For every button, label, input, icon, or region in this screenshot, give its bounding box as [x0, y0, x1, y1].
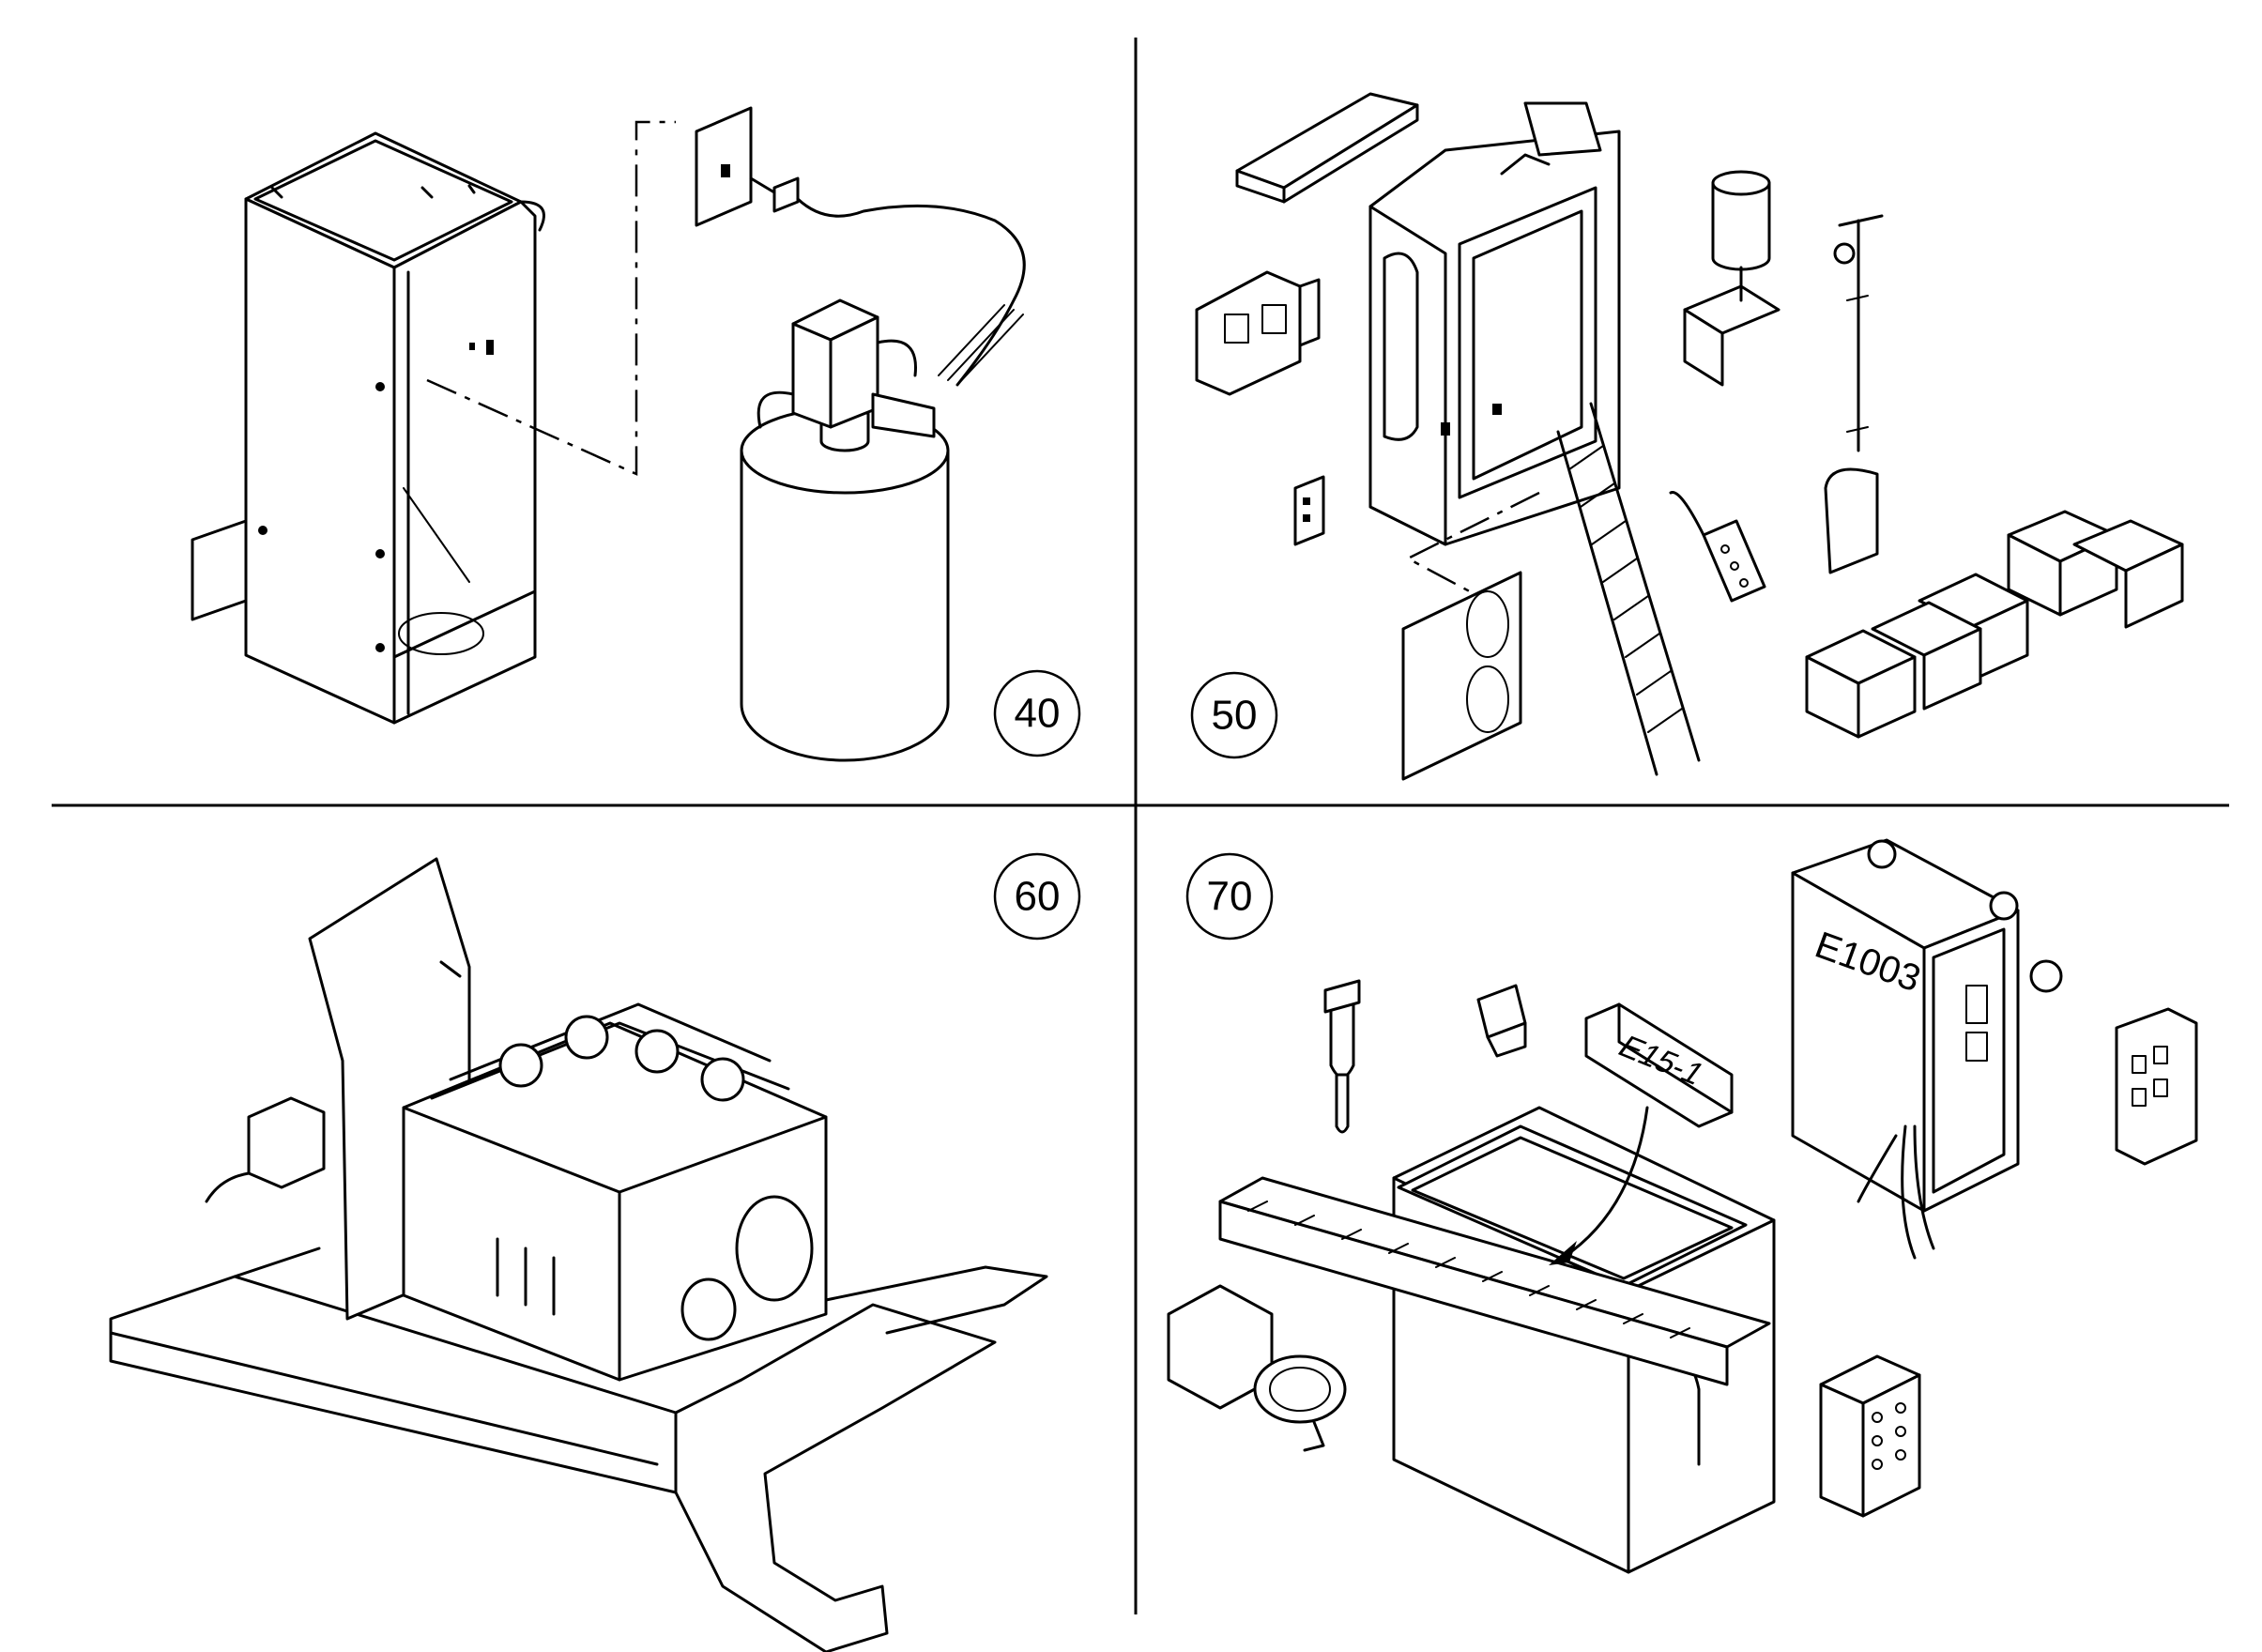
rear-bracket: [247, 1096, 326, 1189]
callout-70: 70: [1185, 852, 1274, 941]
svg-text:70: 70: [1207, 874, 1253, 920]
panel-60: 60: [109, 852, 1081, 1652]
terminal-plate: [2115, 1007, 2198, 1166]
electrical-enclosure: E1003: [1791, 838, 2063, 1260]
switch-box: [695, 106, 800, 227]
svg-text:50: 50: [1212, 693, 1258, 739]
nameplate-small: E15-1: [1584, 1002, 1734, 1128]
level-probe: [1323, 979, 1361, 1134]
engine-block: [402, 1002, 828, 1382]
panel-40: 40: [191, 106, 1081, 762]
svg-text:60: 60: [1015, 874, 1061, 920]
cover-plate: [1401, 571, 1522, 781]
callout-50: 50: [1190, 671, 1278, 759]
base-tub: [1392, 1106, 1776, 1574]
relay-block: [1293, 475, 1325, 546]
rail-frame: [1218, 1176, 1771, 1386]
install-arrow: [1561, 1106, 1649, 1260]
cylindrical-tank: [740, 406, 950, 762]
float-switch: [1824, 214, 1884, 574]
access-ladder: [1556, 402, 1701, 776]
bracket-assembly: [1195, 270, 1321, 396]
install-guide-line-50: [1405, 491, 1540, 598]
panel-70: E15-1 E1003: [1167, 838, 2198, 1574]
pendant-control: [1669, 491, 1766, 603]
battery-bank: [1805, 510, 2184, 739]
warning-horn: [1167, 1284, 1347, 1452]
pushbutton-station: [1819, 1354, 1921, 1518]
beacon-lamp: [1683, 170, 1781, 387]
quadrant-dividers: [52, 38, 2229, 1614]
main-frame: [1368, 101, 1621, 546]
cabinet-housing: [191, 131, 545, 725]
install-guide-line: [426, 120, 676, 476]
engine-base-frame: [109, 1247, 1048, 1652]
callout-60: 60: [993, 852, 1081, 941]
panel-50: 50: [1190, 92, 2184, 781]
callout-40: 40: [993, 669, 1081, 757]
motor-box: [757, 298, 936, 438]
svg-text:40: 40: [1015, 691, 1061, 737]
small-valve: [1476, 984, 1527, 1058]
